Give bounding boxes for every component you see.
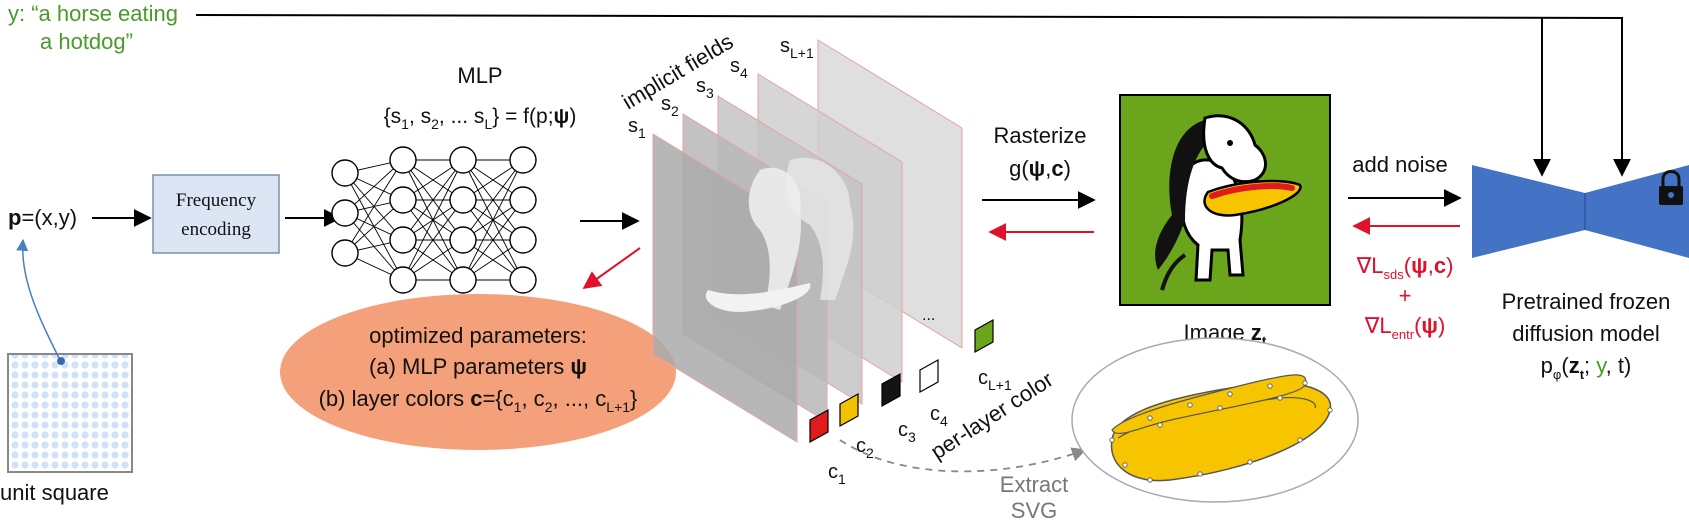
- field-label: s1: [628, 115, 646, 141]
- svg-text:p=(x,y): p=(x,y): [8, 205, 77, 230]
- layer-color-swatches: c1 c2 c3 c4 cL+1: [809, 318, 1012, 487]
- mlp-neuron: [389, 226, 417, 254]
- mlp-neuron: [449, 186, 477, 214]
- rasterize-formula: g(ψ,c): [1009, 156, 1071, 181]
- lock-icon: [1659, 170, 1683, 205]
- diffusion-formula: pφ(zt; y, t): [1541, 353, 1632, 382]
- sample-point-arrow: [16, 238, 61, 361]
- diffusion-model-shape: [1472, 165, 1585, 258]
- frequency-label: Frequency: [176, 190, 257, 211]
- extracted-svg-preview: [1071, 337, 1359, 503]
- sds-loss: ∇Lsds(ψ,c): [1356, 253, 1454, 282]
- layer-color-swatch: [974, 318, 994, 354]
- mlp-neuron: [449, 146, 477, 174]
- implicit-field-layers: [652, 39, 963, 443]
- layer-color-swatch: [839, 392, 859, 428]
- arrow-gradient-to-params: [582, 247, 641, 290]
- color-label: c1: [828, 461, 846, 487]
- field-label: s2: [661, 93, 679, 119]
- mlp-neuron: [449, 226, 477, 254]
- params-heading: optimized parameters:: [369, 323, 587, 348]
- svg-text:a hotdog”: a hotdog”: [40, 29, 133, 54]
- svg-label: SVG: [1011, 498, 1057, 520]
- diffusion-model-shape-right: [1585, 165, 1689, 258]
- prompt-arrows: [195, 14, 1631, 177]
- layer-color-swatch: [881, 372, 901, 408]
- mlp-network: [331, 146, 537, 294]
- field-label: s4: [730, 55, 748, 81]
- svg-text:y: “a horse eating: y: “a horse eating: [8, 1, 178, 26]
- mlp-neuron: [389, 146, 417, 174]
- entropy-loss: ∇Lentr(ψ): [1364, 313, 1446, 342]
- extract-svg-arrow: [839, 439, 1087, 473]
- mlp-formula: {s1, s2, ... sL} = f(p;ψ): [384, 105, 577, 132]
- optimized-parameters-oval: [280, 294, 676, 450]
- mlp-neuron: [449, 266, 477, 294]
- prompt-text: y: “a horse eating a hotdog”: [8, 1, 178, 54]
- field-label: s3: [696, 75, 714, 101]
- rasterize-label: Rasterize: [994, 123, 1087, 148]
- color-label: c2: [856, 435, 874, 461]
- color-label: c3: [898, 419, 916, 445]
- extract-label: Extract: [1000, 472, 1068, 497]
- field-label: sL+1: [780, 35, 814, 61]
- mlp-neuron: [509, 186, 537, 214]
- sample-point: [57, 357, 65, 365]
- mlp-neuron: [509, 146, 537, 174]
- input-coordinate: p=(x,y): [8, 205, 77, 230]
- color-label: cL+1: [978, 367, 1012, 393]
- params-colors: (b) layer colors c={c1, c2, ..., cL+1}: [319, 386, 638, 415]
- add-noise-label: add noise: [1352, 152, 1447, 177]
- loss-plus: +: [1399, 283, 1412, 308]
- mlp-neuron: [389, 266, 417, 294]
- layer-color-swatch: [809, 408, 829, 444]
- field-labels: s1 s2 s3 s4 sL+1: [628, 35, 814, 141]
- diffusion-title-1: Pretrained frozen: [1502, 289, 1671, 314]
- generated-image: [1119, 94, 1331, 306]
- diffusion-title-2: diffusion model: [1512, 321, 1660, 346]
- mlp-neuron: [331, 159, 359, 187]
- swatch-ellipsis: ...: [922, 307, 935, 324]
- mlp-neuron: [389, 186, 417, 214]
- mlp-neuron: [331, 239, 359, 267]
- params-mlp: (a) MLP parameters ψ: [369, 354, 587, 379]
- color-label: c4: [930, 403, 948, 429]
- frequency-encoding-box: [152, 174, 280, 254]
- encoding-label: encoding: [181, 219, 251, 240]
- unit-square-label: unit square: [0, 480, 109, 505]
- mlp-title: MLP: [457, 63, 502, 88]
- mlp-neuron: [331, 199, 359, 227]
- unit-square: [7, 353, 133, 473]
- mlp-neuron: [509, 226, 537, 254]
- layer-color-swatch: [919, 358, 939, 394]
- mlp-neuron: [509, 266, 537, 294]
